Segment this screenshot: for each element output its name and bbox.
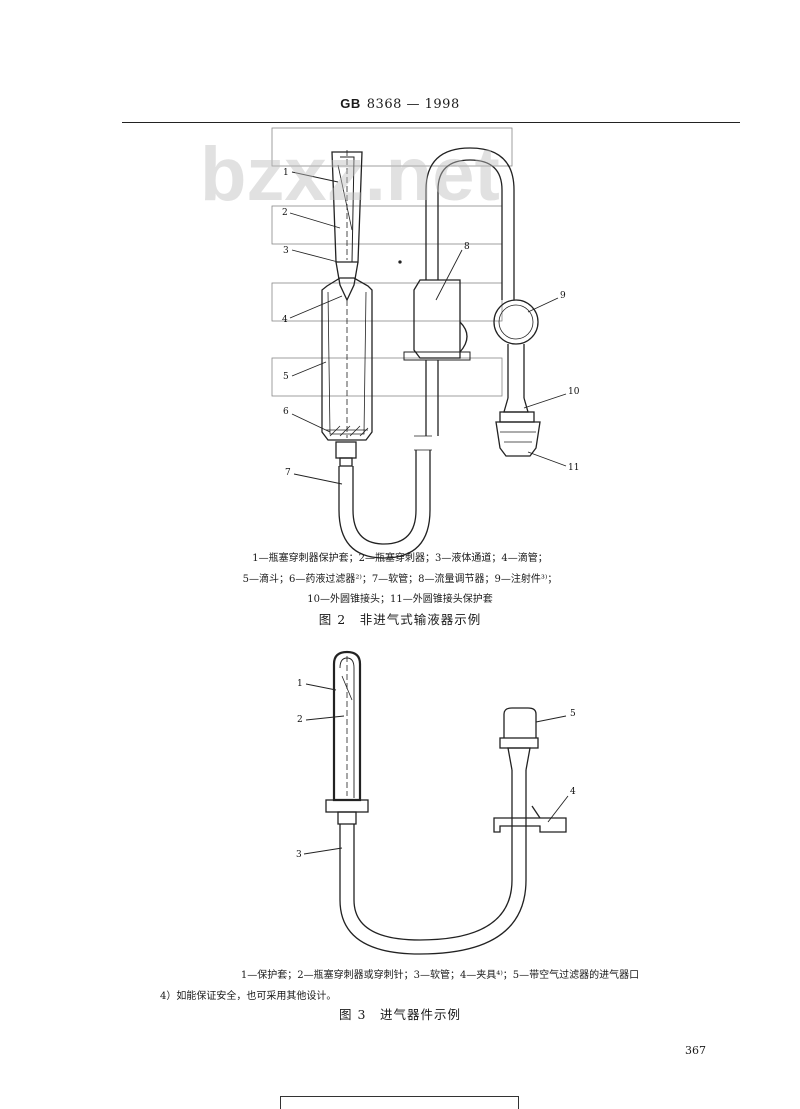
- figure2-caption-line: 1—瓶塞穿刺器保护套；2—瓶塞穿刺器；3—液体通道；4—滴管；: [252, 553, 548, 564]
- footnote: 4）如能保证安全，也可采用其他设计。: [160, 991, 337, 1002]
- standard-prefix: GB: [340, 96, 361, 111]
- header-rule: [122, 122, 740, 123]
- fig2-label: 1: [283, 168, 289, 178]
- fig2-label: 10: [568, 387, 580, 397]
- tubing: [338, 450, 431, 559]
- clamp: [493, 817, 567, 833]
- luer-protector: [495, 421, 541, 457]
- drip-tube: [335, 261, 359, 302]
- fig2-label: 5: [283, 372, 289, 382]
- figure2-drawing: [271, 127, 567, 559]
- fig2-label: 4: [282, 315, 288, 325]
- fig3-label: 5: [570, 709, 576, 719]
- page-number: 367: [685, 1044, 706, 1057]
- figure3-title: 图 3 进气器件示例: [339, 1007, 461, 1022]
- figure3-labels: 1 2 3 4 5: [296, 679, 576, 860]
- page-header: GB 8368 — 1998: [0, 96, 800, 112]
- fig2-label: 3: [283, 246, 289, 256]
- fig2-label: 6: [283, 407, 289, 417]
- fig2-label: 2: [282, 208, 288, 218]
- figure3-caption-line: 1—保护套；2—瓶塞穿刺器或穿刺针；3—软管；4—夹具⁴⁾；5—带空气过滤器的进…: [240, 970, 640, 981]
- fig2-label: 9: [560, 291, 566, 301]
- male-luer: [503, 397, 529, 413]
- figure3-drawing: [303, 650, 569, 955]
- figure2-caption-line: 5—滴斗；6—药液过滤器²⁾；7—软管；8—流量调节器；9—注射件³⁾；: [242, 574, 558, 585]
- annotation-box: [271, 127, 513, 167]
- figure2-labels: 1 2 3 4 5 6 7 8 9 10 11: [282, 168, 580, 478]
- fig3-label: 2: [297, 715, 303, 725]
- annotation-box: [271, 357, 503, 397]
- protector-sleeve: [332, 650, 362, 802]
- fig2-label: 11: [568, 463, 579, 473]
- injection-site: [493, 299, 539, 345]
- drip-chamber: [321, 277, 373, 441]
- figure2-caption-line: 10—外圆锥接头；11—外圆锥接头保护套: [307, 594, 493, 605]
- fig2-label: 7: [285, 468, 291, 478]
- fig3-label: 3: [296, 850, 302, 860]
- watermark: bzxz.net: [200, 132, 500, 217]
- fig3-label: 1: [297, 679, 303, 689]
- tubing: [339, 770, 527, 955]
- figure2-title: 图 2 非进气式输液器示例: [318, 612, 482, 627]
- flow-regulator: [413, 279, 461, 359]
- standard-number: 8368 — 1998: [366, 97, 460, 112]
- fig2-label: 8: [464, 242, 470, 252]
- air-inlet-cap: [503, 707, 537, 738]
- annotation-box: [271, 282, 503, 322]
- fig3-label: 4: [570, 787, 576, 797]
